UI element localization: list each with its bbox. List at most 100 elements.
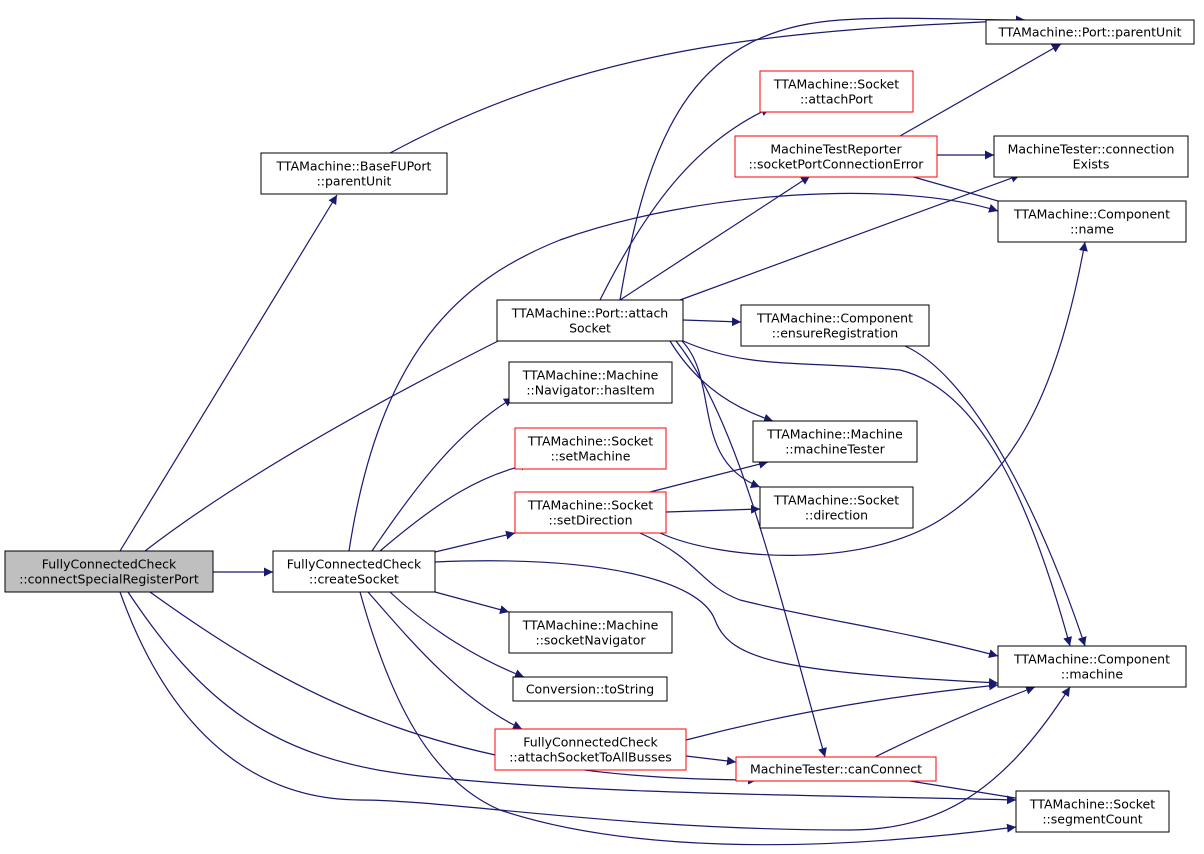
- edge-root-to-port_attachsocket: [144, 332, 515, 552]
- node-comp_name[interactable]: TTAMachine::Component::name: [997, 200, 1187, 243]
- node-label: ::Navigator::hasItem: [526, 383, 654, 398]
- node-label: ::segmentCount: [1042, 812, 1142, 827]
- edge-mtr_error-to-port_parentunit: [899, 43, 1062, 137]
- edge-createsocket-to-comp_name: [348, 192, 999, 552]
- node-label: ::parentUnit: [317, 174, 392, 189]
- node-box[interactable]: [997, 645, 1187, 688]
- node-label: Conversion::toString: [526, 682, 654, 697]
- node-box[interactable]: [508, 611, 673, 654]
- node-label: FullyConnectedCheck: [523, 735, 658, 750]
- edge-createsocket-to-comp_machine: [434, 560, 999, 688]
- node-box[interactable]: [272, 550, 436, 593]
- edge-port_attachsocket-to-mtr_error: [619, 175, 811, 301]
- node-box[interactable]: [1015, 790, 1170, 833]
- node-sock_attachport[interactable]: TTAMachine::Socket::attachPort: [759, 70, 914, 113]
- node-comp_ensurereg[interactable]: TTAMachine::Component::ensureRegistratio…: [740, 304, 930, 347]
- node-label: TTAMachine::Socket: [527, 434, 653, 449]
- node-comp_machine[interactable]: TTAMachine::Component::machine: [997, 645, 1187, 688]
- node-label: ::attachSocketToAllBusses: [509, 750, 672, 765]
- edge-sock_setdirection-to-sock_direction: [665, 504, 761, 514]
- node-box[interactable]: [734, 135, 938, 178]
- node-box[interactable]: [997, 200, 1187, 243]
- edge-port_attachsocket-to-comp_machine: [682, 340, 1072, 647]
- edge-createsocket-to-conv_tostring: [389, 591, 525, 678]
- node-label: ::machine: [1061, 667, 1123, 682]
- node-conv_tostring[interactable]: Conversion::toString: [512, 676, 668, 702]
- node-port_parentunit[interactable]: TTAMachine::Port::parentUnit: [985, 19, 1195, 45]
- node-box[interactable]: [514, 491, 667, 534]
- node-root[interactable]: FullyConnectedCheck::connectSpecialRegis…: [4, 550, 214, 593]
- node-box[interactable]: [496, 299, 684, 342]
- edge-createsocket-to-sock_segmentcount: [359, 591, 1017, 846]
- edge-layer: [119, 15, 1088, 846]
- edge-root-to-comp_machine: [119, 591, 1071, 831]
- edge-sock_setdirection-to-mach_machinetester: [649, 459, 769, 493]
- node-mach_machinetester[interactable]: TTAMachine::Machine::machineTester: [752, 420, 918, 463]
- edge-port_attachsocket-to-port_parentunit: [619, 15, 1026, 301]
- node-bfu_parentunit[interactable]: TTAMachine::BaseFUPort::parentUnit: [260, 152, 448, 195]
- node-label: ::socketNavigator: [535, 633, 646, 648]
- node-layer: FullyConnectedCheck::connectSpecialRegis…: [4, 19, 1195, 833]
- node-mt_canconnect[interactable]: MachineTester::canConnect: [735, 756, 937, 782]
- node-label: ::connectSpecialRegisterPort: [19, 572, 199, 587]
- node-mtr_error[interactable]: MachineTestReporter::socketPortConnectio…: [734, 135, 938, 178]
- node-fcc_attachall[interactable]: FullyConnectedCheck::attachSocketToAllBu…: [494, 728, 687, 771]
- node-label: TTAMachine::Component: [1013, 207, 1170, 222]
- node-label: ::socketPortConnectionError: [749, 157, 925, 172]
- node-box[interactable]: [4, 550, 214, 593]
- node-label: TTAMachine::Socket: [773, 77, 899, 92]
- node-box[interactable]: [740, 304, 930, 347]
- node-box[interactable]: [508, 361, 673, 404]
- edge-port_attachsocket-to-sock_attachport: [599, 107, 771, 301]
- node-box[interactable]: [759, 70, 914, 113]
- edge-port_attachsocket-to-mt_connexists: [679, 173, 1021, 301]
- edge-comp_ensurereg-to-comp_machine: [904, 345, 1087, 647]
- node-label: ::setMachine: [551, 449, 631, 464]
- node-label: TTAMachine::Port::parentUnit: [997, 25, 1181, 40]
- edge-mt_canconnect-to-comp_machine: [874, 685, 1036, 758]
- edge-sock_setdirection-to-comp_name: [659, 241, 1088, 556]
- node-box[interactable]: [514, 427, 667, 470]
- node-label: TTAMachine::Socket: [1029, 797, 1155, 812]
- node-label: ::setDirection: [549, 513, 633, 528]
- node-box[interactable]: [735, 756, 937, 782]
- node-label: Socket: [569, 321, 611, 336]
- node-nav_hasitem[interactable]: TTAMachine::Machine::Navigator::hasItem: [508, 361, 673, 404]
- node-createsocket[interactable]: FullyConnectedCheck::createSocket: [272, 550, 436, 593]
- edge-port_attachsocket-to-sock_direction: [681, 340, 761, 488]
- node-label: ::createSocket: [309, 572, 399, 587]
- node-box[interactable]: [494, 728, 687, 771]
- node-label: Exists: [1073, 157, 1110, 172]
- edge-port_attachsocket-to-mt_canconnect: [675, 340, 827, 758]
- edge-createsocket-to-sock_setdirection: [434, 530, 516, 553]
- node-label: MachineTestReporter: [770, 142, 902, 157]
- node-sock_setmachine[interactable]: TTAMachine::Socket::setMachine: [514, 427, 667, 470]
- edge-fcc_attachall-to-comp_machine: [685, 681, 999, 741]
- node-label: FullyConnectedCheck: [287, 557, 422, 572]
- node-box[interactable]: [985, 19, 1195, 45]
- node-box[interactable]: [260, 152, 448, 195]
- node-sock_direction[interactable]: TTAMachine::Socket::direction: [759, 486, 914, 529]
- edge-port_attachsocket-to-mach_machinetester: [669, 340, 774, 423]
- node-box[interactable]: [759, 486, 914, 529]
- node-sock_segmentcount[interactable]: TTAMachine::Socket::segmentCount: [1015, 790, 1170, 833]
- edge-fcc_attachall-to-mt_canconnect: [685, 755, 737, 766]
- node-box[interactable]: [512, 676, 668, 702]
- node-label: TTAMachine::BaseFUPort: [276, 159, 432, 174]
- node-label: TTAMachine::Socket: [773, 493, 899, 508]
- node-label: TTAMachine::Port::attach: [511, 306, 669, 321]
- node-sock_setdirection[interactable]: TTAMachine::Socket::setDirection: [514, 491, 667, 534]
- edge-sock_setdirection-to-comp_machine: [639, 532, 999, 659]
- edge-createsocket-to-fcc_attachall: [367, 591, 523, 730]
- node-box[interactable]: [993, 135, 1189, 178]
- node-label: TTAMachine::Component: [1013, 652, 1170, 667]
- edge-createsocket-to-sock_setmachine: [379, 461, 531, 552]
- node-label: TTAMachine::Component: [756, 311, 913, 326]
- node-mach_socketnav[interactable]: TTAMachine::Machine::socketNavigator: [508, 611, 673, 654]
- node-label: ::direction: [805, 508, 868, 523]
- node-box[interactable]: [752, 420, 918, 463]
- edge-root-to-mt_canconnect: [149, 591, 758, 785]
- node-port_attachsocket[interactable]: TTAMachine::Port::attachSocket: [496, 299, 684, 342]
